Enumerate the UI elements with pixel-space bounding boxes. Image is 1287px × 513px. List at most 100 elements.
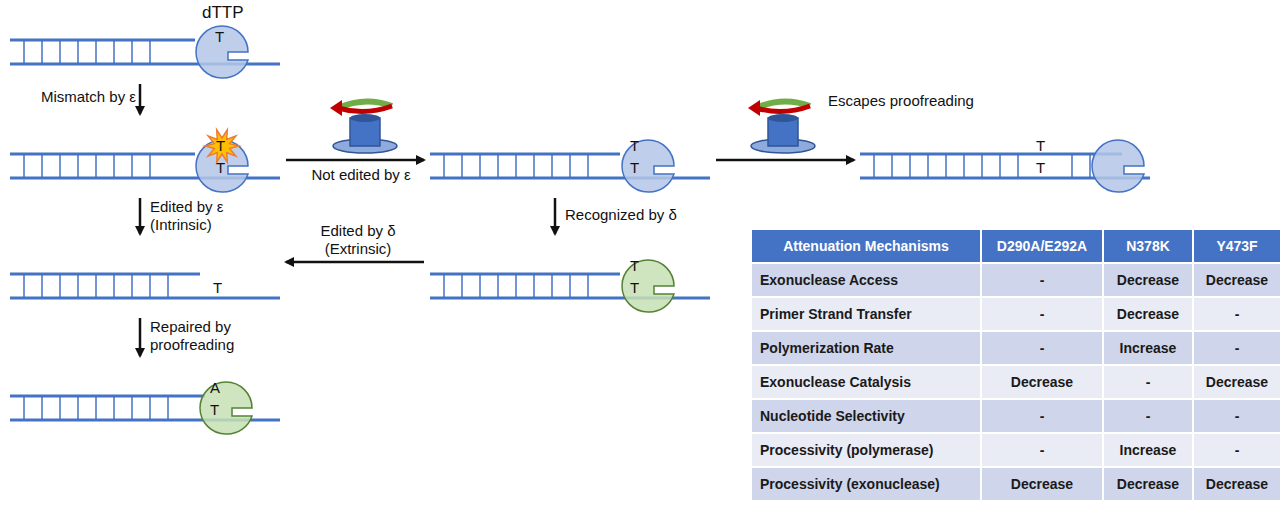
- flow-arrow: [139, 318, 142, 356]
- base-pair: [77, 396, 79, 420]
- primer-strand: [430, 273, 620, 276]
- base-pair: [963, 154, 965, 178]
- dna-state: TT: [430, 118, 710, 194]
- base-pair: [443, 154, 445, 178]
- table-cell: -: [1194, 400, 1282, 434]
- base-pair: [515, 274, 517, 298]
- base-pair: [587, 274, 589, 298]
- base-pair: [113, 274, 115, 298]
- cell-text: Primer Strand Transfer: [760, 306, 912, 322]
- table-cell: Decrease: [1104, 264, 1194, 298]
- cell-text: Decrease: [1206, 476, 1268, 492]
- table-cell: -: [982, 264, 1104, 298]
- base-pair: [95, 396, 97, 420]
- table-header-cell: Attenuation Mechanisms: [752, 230, 982, 264]
- row-header-cell: Exonuclease Catalysis: [752, 366, 982, 400]
- base-letter: T: [215, 28, 224, 45]
- base-pair: [999, 154, 1001, 178]
- primer-strand: [430, 153, 620, 156]
- sliding-clamp-icon: [330, 100, 397, 153]
- arrow-label: Not edited by ε: [296, 166, 426, 184]
- cell-text: Exonuclease Catalysis: [760, 374, 911, 390]
- dna-illustration: [10, 360, 280, 436]
- cell-text: -: [1235, 306, 1240, 322]
- base-pair: [551, 274, 553, 298]
- base-pair: [23, 40, 25, 64]
- base-pair: [113, 396, 115, 420]
- flow-arrow: [139, 198, 142, 234]
- table-cell: Decrease: [1194, 366, 1282, 400]
- table-cell: Increase: [1104, 434, 1194, 468]
- base-pair: [59, 154, 61, 178]
- cell-text: Decrease: [1011, 476, 1073, 492]
- table-cell: Decrease: [982, 468, 1104, 502]
- base-pair: [41, 396, 43, 420]
- mismatch-burst: [205, 130, 239, 162]
- cell-text: -: [1235, 442, 1240, 458]
- flow-arrow: [554, 198, 557, 234]
- table-cell: -: [982, 400, 1104, 434]
- cell-text: -: [1040, 306, 1045, 322]
- cell-text: Decrease: [1011, 374, 1073, 390]
- base-pair: [95, 154, 97, 178]
- cell-text: -: [1235, 340, 1240, 356]
- base-letter: T: [210, 401, 219, 418]
- cell-text: -: [1040, 340, 1045, 356]
- cell-text: Polymerization Rate: [760, 340, 894, 356]
- base-pair: [533, 274, 535, 298]
- base-pair: [77, 40, 79, 64]
- base-pair: [59, 40, 61, 64]
- row-header-cell: Nucleotide Selectivity: [752, 400, 982, 434]
- base-letter: T: [630, 159, 639, 176]
- arrow-label: Recognized by δ: [565, 206, 725, 224]
- base-pair: [131, 154, 133, 178]
- table-cell: Decrease: [1194, 468, 1282, 502]
- base-pair: [1089, 154, 1091, 178]
- cell-text: Exonuclease Access: [760, 272, 898, 288]
- base-pair: [131, 274, 133, 298]
- dna-state: TT: [430, 238, 710, 314]
- cell-text: Nucleotide Selectivity: [760, 408, 905, 424]
- base-pair: [497, 274, 499, 298]
- base-pair: [461, 274, 463, 298]
- base-pair: [1017, 154, 1019, 178]
- base-pair: [23, 396, 25, 420]
- base-pair: [1071, 154, 1073, 178]
- cell-text: Decrease: [1206, 272, 1268, 288]
- cell-text: -: [1235, 408, 1240, 424]
- base-pair: [95, 40, 97, 64]
- base-pair: [891, 154, 893, 178]
- base-pair: [77, 274, 79, 298]
- base-pair: [113, 154, 115, 178]
- base-letter: T: [216, 159, 225, 176]
- base-pair: [587, 154, 589, 178]
- base-letter: T: [630, 257, 639, 274]
- cell-text: D290A/E292A: [997, 238, 1087, 254]
- polymerase-delta: [200, 382, 252, 434]
- primer-strand: [10, 153, 195, 156]
- table-cell: -: [982, 434, 1104, 468]
- polymerase-delta: [622, 260, 674, 312]
- dna-illustration: [430, 238, 710, 314]
- base-pair: [41, 40, 43, 64]
- base-pair: [569, 274, 571, 298]
- dna-illustration: [10, 238, 280, 314]
- dna-illustration: [10, 118, 280, 194]
- dna-illustration: [430, 118, 710, 194]
- base-pair: [149, 40, 151, 64]
- base-pair: [461, 154, 463, 178]
- cell-text: Increase: [1120, 340, 1177, 356]
- dna-illustration: [860, 118, 1150, 194]
- row-header-cell: Processivity (exonuclease): [752, 468, 982, 502]
- base-pair: [479, 154, 481, 178]
- table-cell: -: [1104, 366, 1194, 400]
- nucleotide-label: dTTP: [202, 4, 244, 21]
- base-pair: [533, 154, 535, 178]
- table-cell: Decrease: [1104, 468, 1194, 502]
- base-letter: T: [630, 279, 639, 296]
- arrow-label: Edited by ε (Intrinsic): [150, 198, 270, 234]
- table-header-cell: Y473F: [1194, 230, 1282, 264]
- row-header-cell: Polymerization Rate: [752, 332, 982, 366]
- dna-state: dTTP T: [10, 4, 280, 80]
- primer-strand: [10, 39, 195, 42]
